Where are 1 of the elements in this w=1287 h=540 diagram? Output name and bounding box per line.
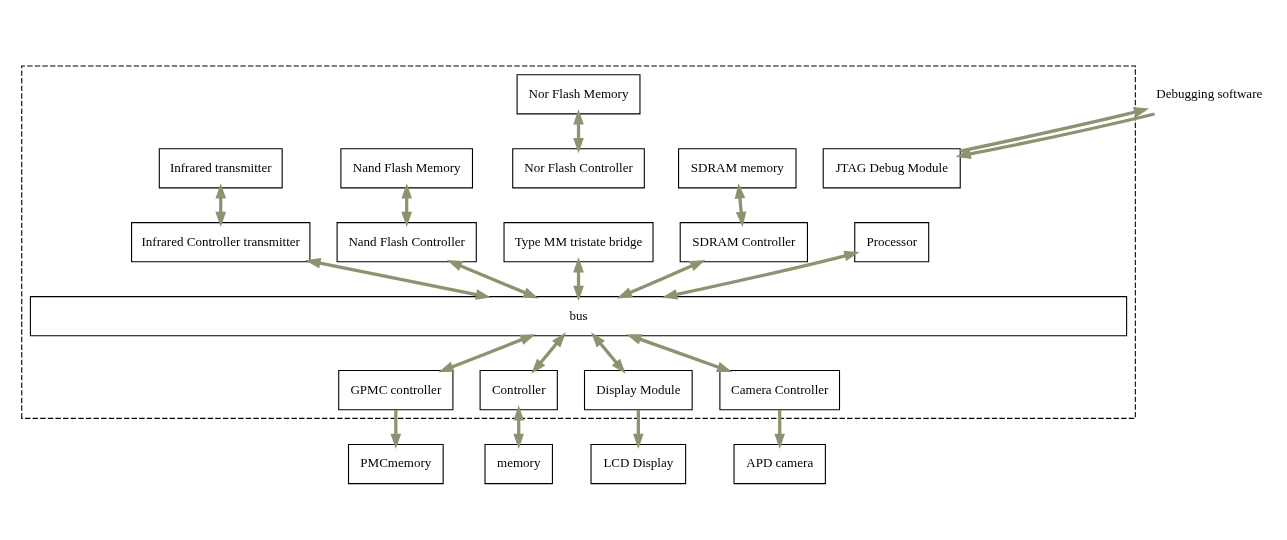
node-text: Debugging software [1156,85,1263,101]
